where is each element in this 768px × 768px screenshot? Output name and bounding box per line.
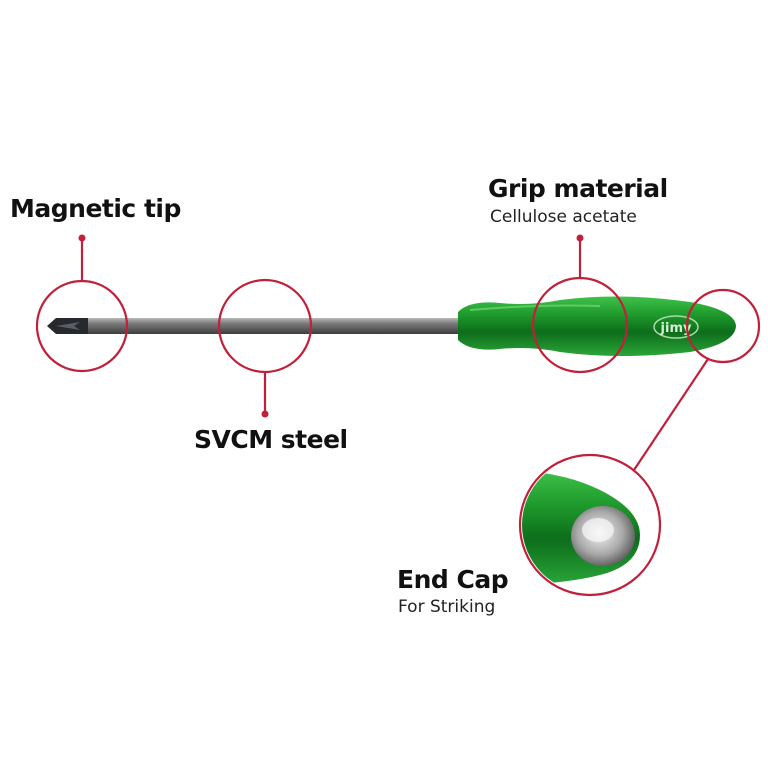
cap-callout-title: End Cap <box>397 565 509 594</box>
cap-callout-circle <box>685 288 761 364</box>
shaft <box>88 318 463 334</box>
shaft-callout-title: SVCM steel <box>194 425 348 454</box>
grip-callout-title: Grip material <box>488 174 668 203</box>
grip-dot <box>576 234 584 242</box>
cap-callout-subtitle: For Striking <box>398 597 496 617</box>
screwdriver: jimy <box>47 296 736 356</box>
end-cap-closeup <box>518 453 662 597</box>
callout-markers <box>35 240 761 471</box>
brand-logo: jimy <box>660 321 692 336</box>
handle <box>458 296 736 356</box>
shaft-dot <box>261 410 269 418</box>
grip-callout-subtitle: Cellulose acetate <box>490 207 637 227</box>
tip-dot <box>78 234 86 242</box>
tip-callout-title: Magnetic tip <box>10 194 181 223</box>
